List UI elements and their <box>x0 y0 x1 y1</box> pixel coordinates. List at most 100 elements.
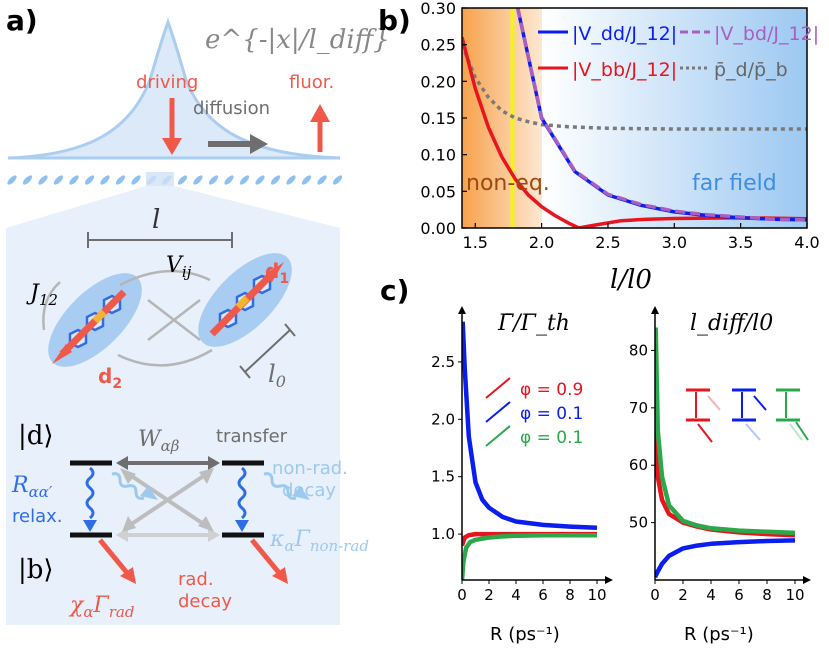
chart-b-ytick: 0.20 <box>420 72 456 91</box>
relax-arrow-left <box>85 466 95 520</box>
chart-c1-ytick: 2.5 <box>431 353 455 371</box>
chain-dipole <box>193 175 203 185</box>
chain-dipole <box>131 175 141 185</box>
chart-c1-xtick: 4 <box>511 586 521 604</box>
chain-dipole <box>301 175 312 185</box>
transfer-arrows <box>116 456 220 542</box>
chart-c1-ytick: 2.0 <box>431 410 455 428</box>
transfer-label: transfer <box>216 426 288 447</box>
chain-dipole <box>84 175 95 185</box>
chain-dipole <box>317 175 327 185</box>
chart-c1-legend: φ = 0.9 φ = 0.1 φ = 0.1 <box>485 377 583 448</box>
chain-dipole <box>208 175 219 185</box>
chain-dipole <box>270 175 281 185</box>
legend-vdd: |V_dd/J_12| <box>572 23 677 45</box>
chain-dipole <box>22 175 33 185</box>
nonrad-arrow-left <box>111 472 145 500</box>
chart-c1-xlabel: R (ps⁻¹) <box>490 624 560 645</box>
legend-pratio: p̄_d/p̄_b <box>714 59 788 81</box>
zoom-panel <box>6 186 340 625</box>
chart-b-ytick: 0.00 <box>420 219 456 238</box>
diffusion-envelope <box>7 17 341 160</box>
relax-arrow-right <box>237 466 247 520</box>
nonrad-label-1: non-rad. <box>272 458 348 479</box>
nonrad-label-2: decay <box>282 480 336 501</box>
chain-dipole <box>224 175 234 185</box>
ket-b-label: |b⟩ <box>18 555 54 585</box>
chart-c1-xtick: 0 <box>457 586 467 604</box>
legend-phi-01-green: φ = 0.1 <box>520 428 583 448</box>
chain-dipole <box>286 175 296 185</box>
legend-phi-01-blue: φ = 0.1 <box>520 404 583 424</box>
chain-dipole <box>38 175 48 185</box>
fluor-label: fluor. <box>289 72 334 93</box>
noneq-annotation: non-eq. <box>466 171 550 196</box>
diffusion-label: diffusion <box>193 98 270 119</box>
driving-label: driving <box>136 72 198 93</box>
chart-c2-xtick: 8 <box>762 586 772 604</box>
chart-c2-xtick: 4 <box>706 586 716 604</box>
chart-c1-xtick: 2 <box>484 586 494 604</box>
chain-dipole <box>332 175 343 185</box>
chart-c2-ytick: 60 <box>629 456 648 474</box>
rad-label-1: rad. <box>178 569 214 590</box>
chart-c2-series-1 <box>655 538 796 579</box>
chain-dipole <box>7 175 17 185</box>
envelope-formula: e^{-|x|/l_diff} <box>205 25 390 55</box>
d1-label: d1 <box>265 259 289 287</box>
chart-c2-level-icons <box>686 388 809 443</box>
legend-phi-09: φ = 0.9 <box>520 380 583 400</box>
J12-label: J12 <box>26 281 58 309</box>
chart-c2-ytick: 70 <box>629 399 648 417</box>
chart-c1-series-1 <box>462 321 598 531</box>
chart-c1-series-2 <box>462 532 597 580</box>
chart-b-xtick: 2.0 <box>529 233 554 252</box>
chart-c2-xtick: 10 <box>785 586 804 604</box>
chart-b-ytick: 0.05 <box>420 182 456 201</box>
kappa-gamma-label: καΓnon-rad <box>269 527 369 555</box>
panel-a-label: a) <box>6 4 38 37</box>
Vij-label: Vij <box>166 253 192 281</box>
chain-dipole <box>255 175 265 185</box>
chain-dipole <box>53 175 64 185</box>
chart-c1-xtick: 8 <box>565 586 575 604</box>
R-label: Rαα′ <box>11 473 53 501</box>
rad-label-2: decay <box>178 591 232 612</box>
chain-dipole <box>177 175 188 185</box>
noneq-region <box>462 8 542 228</box>
rad-arrow-right <box>250 538 282 576</box>
nonrad-arrow-right <box>263 472 297 500</box>
dipole-chain <box>7 175 343 185</box>
chart-c2-ytick: 50 <box>629 514 648 532</box>
chart-b-ytick: 0.25 <box>420 36 456 55</box>
chart-b-ytick: 0.30 <box>420 0 456 18</box>
chart-c2-xtick: 0 <box>650 586 660 604</box>
chart-c2-xlabel: R (ps⁻¹) <box>684 624 754 645</box>
chart-c2-xtick: 6 <box>734 586 744 604</box>
chart-b-ytick: 0.10 <box>420 146 456 165</box>
chart-b-xtick: 3.5 <box>728 233 753 252</box>
relax-label: relax. <box>12 506 62 527</box>
l-label: l <box>152 205 160 235</box>
series-pratio <box>462 44 807 131</box>
legend-vbb: |V_bb/J_12| <box>572 59 677 81</box>
chart-c2-ytick: 80 <box>629 341 648 359</box>
chart-b-xtick: 2.5 <box>595 233 620 252</box>
series-vbb <box>462 36 807 228</box>
chart-b-xlabel: l/l0 <box>610 265 652 295</box>
chain-dipole <box>69 175 79 185</box>
chart-b-xtick: 3.0 <box>662 233 687 252</box>
chart-c1-xtick: 10 <box>587 586 606 604</box>
chart-c2-xtick: 2 <box>678 586 688 604</box>
legend-vbd: |V_bd/J_12| <box>714 23 819 45</box>
panel-a: a) e^{-|x|/l_diff} driving diffusion flu… <box>6 4 390 625</box>
chart-c1-title: Γ̄/Γ_th <box>497 311 570 336</box>
d2-label: d2 <box>98 364 122 392</box>
chart-b-xtick: 1.5 <box>463 233 488 252</box>
chart-c2-title: l_diff/l0 <box>690 311 773 336</box>
chart-c2-series-0 <box>655 430 796 538</box>
chart-b-xtick: 4.0 <box>794 233 819 252</box>
chart-c2-series-2 <box>655 327 796 536</box>
